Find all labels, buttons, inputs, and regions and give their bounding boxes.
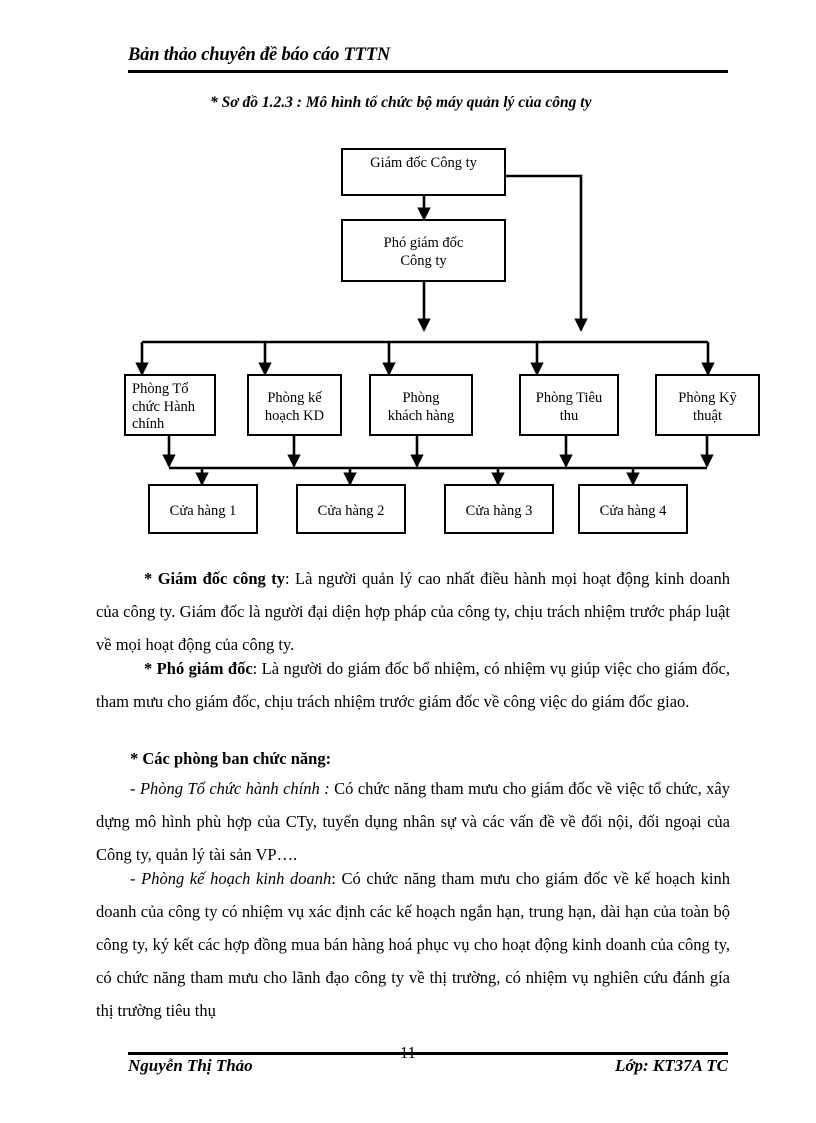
org-node-store-2: Cửa hàng 2: [296, 484, 406, 534]
org-node-director: Giám đốc Công ty: [341, 148, 506, 196]
footer-author: Nguyễn Thị Thảo: [128, 1056, 253, 1075]
org-node-dept-technical: Phòng Kỹ thuật: [655, 374, 760, 436]
paragraph-director-text: : Là người quản lý cao nhất điều hành mọ…: [96, 569, 730, 654]
org-node-dept-business-planning: Phòng kế hoạch KD: [247, 374, 342, 436]
paragraph-deputy-director-text: : Là người do giám đốc bổ nhiệm, có nhiệ…: [96, 659, 730, 711]
paragraph-director-label: * Giám đốc công ty: [144, 569, 285, 588]
org-node-dept2-line2: hoạch KD: [264, 407, 325, 424]
org-node-store-3-label: Cửa hàng 3: [465, 502, 533, 519]
org-node-store-1: Cửa hàng 1: [148, 484, 258, 534]
paragraph-dept-business-planning: - Phòng kế hoạch kinh doanh: Có chức năn…: [96, 862, 730, 1027]
footer-class: Lớp: KT37A TC: [614, 1056, 728, 1075]
org-node-store-1-label: Cửa hàng 1: [169, 502, 237, 519]
org-node-dept1-line1: Phòng Tổ: [132, 380, 189, 397]
org-node-dept1-line3: chính: [132, 416, 165, 433]
org-node-deputy-director: Phó giám đốc Công ty: [341, 219, 506, 282]
org-node-director-label: Giám đốc Công ty: [370, 155, 477, 171]
org-node-store-3: Cửa hàng 3: [444, 484, 554, 534]
diagram-caption: * Sơ đồ 1.2.3 : Mô hình tổ chức bộ máy q…: [210, 94, 592, 111]
org-node-deputy-director-line1: Phó giám đốc: [383, 235, 464, 252]
org-node-dept-organization-admin: Phòng Tổ chức Hành chính: [124, 374, 216, 436]
page-header-title: Bản thảo chuyên đề báo cáo TTTN: [128, 45, 391, 65]
paragraph-director: * Giám đốc công ty: Là người quản lý cao…: [96, 562, 730, 661]
footer-divider-rule: [128, 1052, 728, 1055]
org-node-dept4-line2: thu: [559, 407, 579, 424]
org-node-dept4-line1: Phòng Tiêu: [535, 389, 603, 406]
org-node-dept5-line1: Phòng Kỹ: [678, 389, 737, 406]
paragraph-dept-business-planning-text: : Có chức năng tham mưu cho giám đốc về …: [96, 869, 730, 1020]
org-node-store-2-label: Cửa hàng 2: [317, 502, 385, 519]
functional-departments-heading-label: * Các phòng ban chức năng:: [130, 749, 332, 768]
paragraph-dept-organization-admin: - Phòng Tổ chức hành chính : Có chức năn…: [96, 772, 730, 871]
org-node-dept-customer: Phòng khách hàng: [369, 374, 473, 436]
paragraph-dept-business-planning-label: - Phòng kế hoạch kinh doanh: [130, 869, 332, 888]
org-node-store-4-label: Cửa hàng 4: [599, 502, 667, 519]
org-node-dept1-line2: chức Hành: [132, 398, 196, 415]
paragraph-deputy-director: * Phó giám đốc: Là người do giám đốc bổ …: [96, 652, 730, 718]
org-node-dept2-line1: Phòng kế: [267, 389, 322, 406]
header-divider-rule: [128, 70, 728, 73]
paragraph-deputy-director-label: * Phó giám đốc: [144, 659, 253, 678]
org-node-dept3-line2: khách hàng: [387, 407, 455, 424]
org-node-dept3-line1: Phòng: [402, 389, 440, 406]
org-node-deputy-director-line2: Công ty: [400, 253, 447, 269]
paragraph-dept-organization-admin-label: - Phòng Tổ chức hành chính :: [130, 779, 330, 798]
paragraph-dept-organization-admin-text: Có chức năng tham mưu cho giám đốc về vi…: [96, 779, 730, 864]
org-node-store-4: Cửa hàng 4: [578, 484, 688, 534]
paragraph-functional-departments-heading: * Các phòng ban chức năng:: [96, 742, 730, 775]
org-node-dept-sales: Phòng Tiêu thu: [519, 374, 619, 436]
org-node-dept5-line2: thuật: [693, 407, 722, 424]
